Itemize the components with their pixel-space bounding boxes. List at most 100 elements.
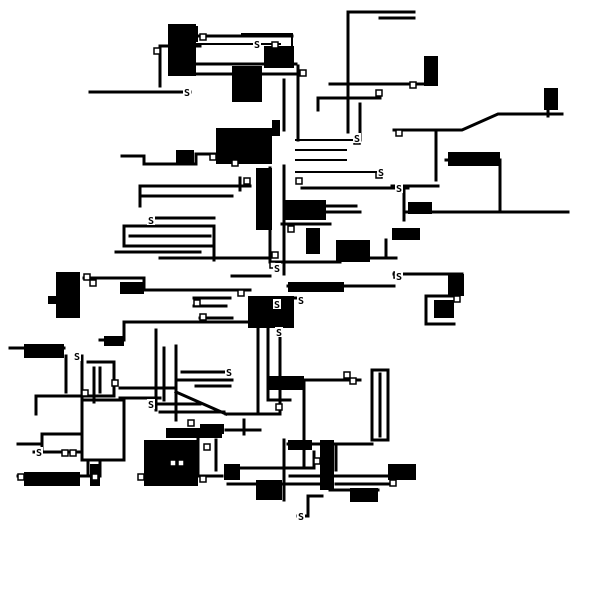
s-marker: S [36,448,42,459]
tile-marker [343,371,351,379]
s-marker: S [274,300,280,311]
tile-marker [453,295,461,303]
block [184,26,198,42]
tile-marker [209,153,217,161]
tile-marker [271,251,279,259]
block [288,440,312,450]
tile-marker [299,69,307,77]
wire [118,386,178,400]
wire [392,88,564,132]
wire [34,394,90,416]
s-marker-bg [297,511,305,521]
wire [192,296,302,320]
block [448,152,500,166]
block [166,428,222,438]
s-marker: S [298,512,304,523]
wire [316,82,438,142]
tile-marker [313,457,321,465]
s-marker-bg [353,133,361,143]
block [350,488,378,502]
s-marker-bg [297,295,305,305]
tile-marker [199,313,207,321]
s-marker: S [298,296,304,307]
block [120,282,144,294]
tile-marker [237,289,245,297]
wire [16,432,84,454]
s-marker: S [74,352,80,363]
s-marker-bg [273,263,281,273]
s-marker-bg [225,367,233,377]
block [256,168,272,230]
wire [138,176,252,208]
block [388,464,416,480]
tile-marker [203,443,211,451]
block [200,424,224,434]
s-marker: S [378,168,384,179]
wire [370,368,390,442]
block [448,274,464,296]
wire [180,370,232,388]
tile-marker [271,41,279,49]
tile-marker [89,279,97,287]
block [320,440,334,490]
s-marker-bg [253,39,261,49]
tile-marker [275,403,283,411]
block [408,202,432,214]
s-marker-bg [395,183,403,193]
tile-marker [231,159,239,167]
wire [80,398,126,462]
block [284,200,326,220]
block [104,336,124,346]
s-marker: S [274,264,280,275]
wire [230,272,464,288]
wire [196,430,224,478]
s-marker: S [396,184,402,195]
tile-marker [83,273,91,281]
wire [154,328,234,422]
s-marker: S [276,328,282,339]
tile-marker [199,475,207,483]
wire [282,64,300,142]
tile-marker [243,177,251,185]
block [48,296,64,304]
block [232,66,262,102]
s-marker: S [184,88,190,99]
block [176,150,194,164]
s-marker: S [354,134,360,145]
s-marker-bg [377,167,385,177]
block [264,46,294,68]
block [24,472,80,486]
block [248,296,294,328]
block [272,120,280,136]
block [434,300,454,318]
s-marker-bg [183,87,191,97]
s-marker-bg [147,399,155,409]
s-marker-bg [73,351,81,361]
s-marker: S [254,40,260,51]
wire [434,128,570,214]
tile-marker [169,459,177,467]
tile-marker [17,473,25,481]
wire [226,450,326,486]
s-marker-bg [147,215,155,225]
tile-marker [389,479,397,487]
block [392,228,420,240]
s-marker-bg [273,299,281,309]
tile-marker [81,389,89,397]
tile-marker [193,299,201,307]
block [24,344,64,358]
wire [114,250,272,260]
wire [224,412,282,436]
block [306,228,320,254]
s-marker: S [396,272,402,283]
block [224,464,240,480]
wire [295,139,385,173]
wire [82,276,252,292]
wire [148,390,228,416]
tile-marker [177,459,185,467]
s-marker-bg [35,447,43,457]
block [424,56,438,86]
wire [120,152,218,166]
